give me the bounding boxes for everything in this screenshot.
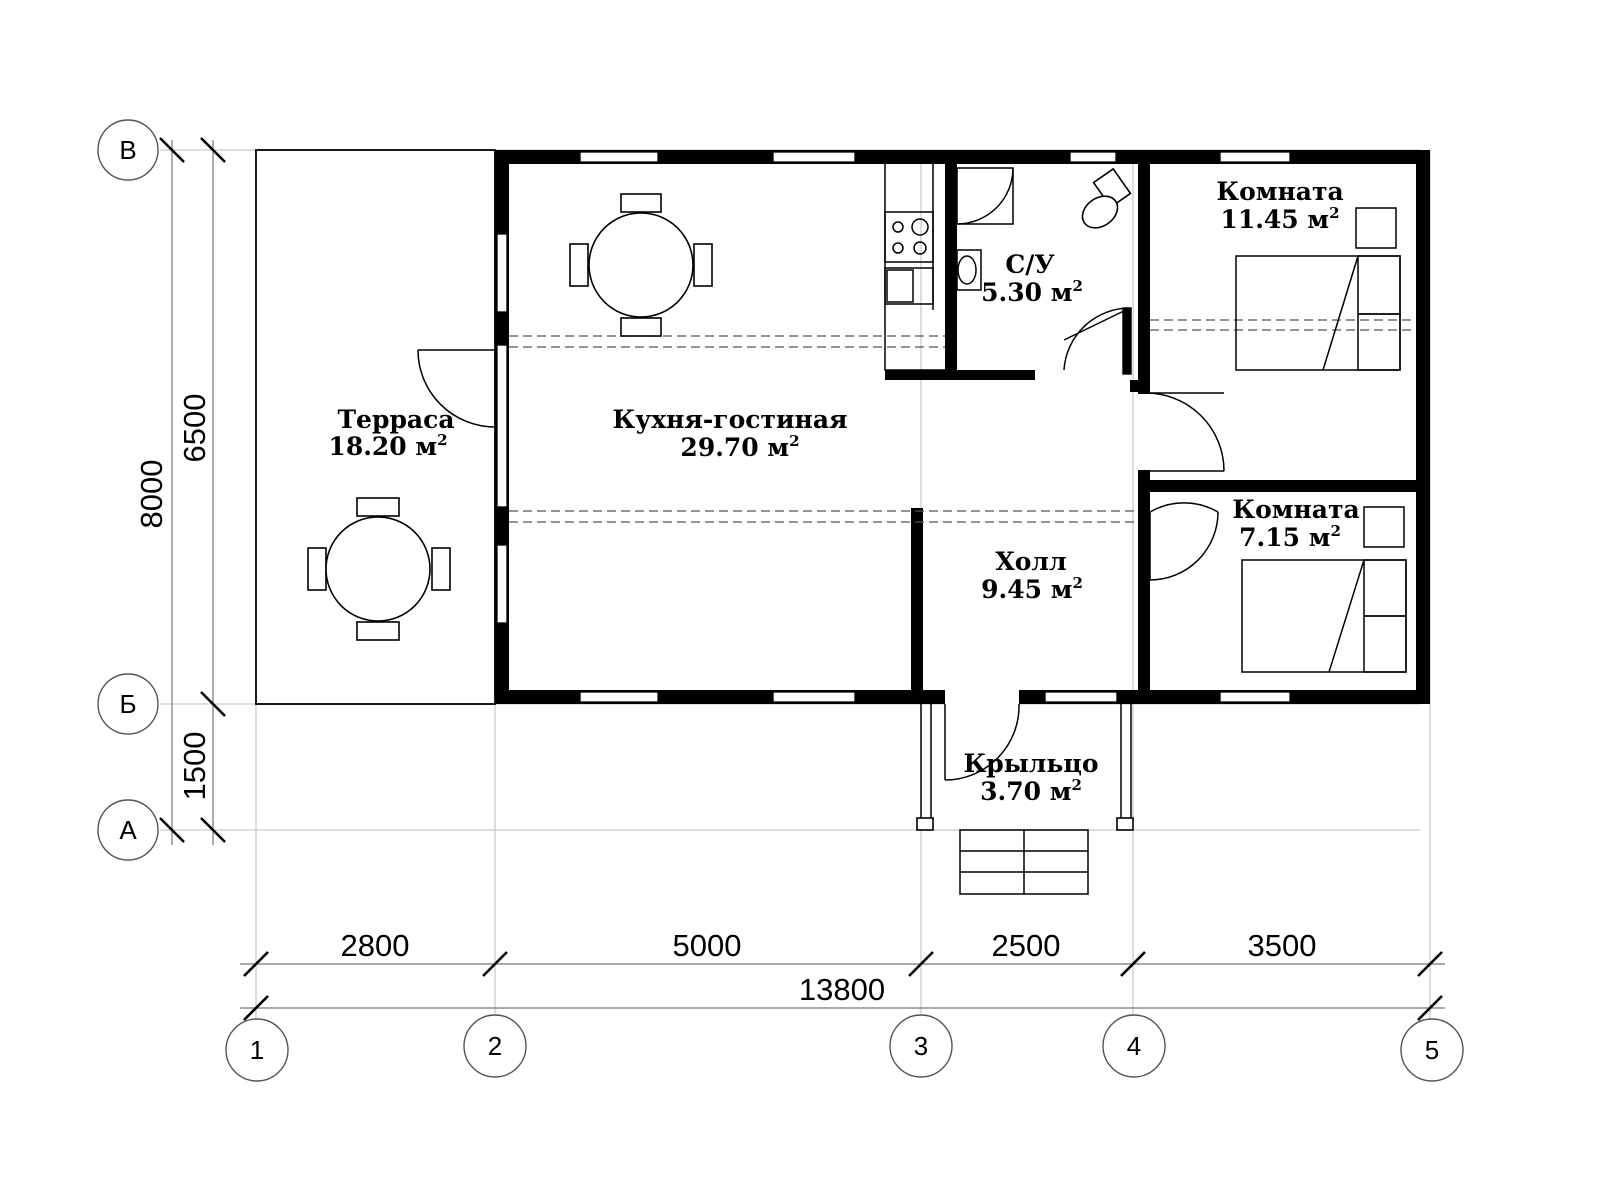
bed-room-1 xyxy=(1235,207,1401,371)
axis-label-1: 1 xyxy=(250,1035,264,1065)
axis-label-5: 5 xyxy=(1425,1035,1439,1065)
room-name-hall: Холл xyxy=(995,547,1066,576)
beam-lines xyxy=(509,319,1416,523)
entry-door-gap xyxy=(945,689,1019,705)
doors xyxy=(417,307,1225,781)
bed-room-2 xyxy=(1241,506,1407,673)
axis-label-b: Б xyxy=(119,689,136,719)
room-name-room-1: Комната xyxy=(1216,177,1343,206)
dim-vertical-6500: 6500 xyxy=(177,394,212,463)
dim-total-13800: 13800 xyxy=(799,972,885,1007)
room-name-porch: Крыльцо xyxy=(963,749,1098,778)
dim-2800: 2800 xyxy=(341,928,410,963)
axis-label-4: 4 xyxy=(1127,1031,1141,1061)
dim-vertical-1500: 1500 xyxy=(177,732,212,801)
dim-vertical-8000: 8000 xyxy=(134,460,169,529)
dim-2500: 2500 xyxy=(992,928,1061,963)
interior-walls xyxy=(885,164,1416,690)
kitchen-counter xyxy=(884,164,945,371)
bathroom-fixtures xyxy=(956,167,1132,291)
dim-3500: 3500 xyxy=(1248,928,1317,963)
axis-label-a: А xyxy=(119,815,137,845)
axis-label-2: 2 xyxy=(488,1031,502,1061)
windows xyxy=(496,151,1291,703)
room-area-terrace: 18.20 м2 xyxy=(328,431,447,461)
room-area-room-1: 11.45 м2 xyxy=(1220,204,1339,234)
room-area-room-2: 7.15 м2 xyxy=(1239,522,1341,552)
room-name-kitchen: Кухня-гостиная xyxy=(612,405,847,434)
room-name-room-2: Комната xyxy=(1232,495,1359,524)
room-name-bathroom: С/У xyxy=(1005,250,1054,279)
axis-bubbles xyxy=(97,119,1464,1082)
room-area-porch: 3.70 м2 xyxy=(980,776,1082,806)
porch xyxy=(916,704,1134,895)
room-area-hall: 9.45 м2 xyxy=(981,574,1083,604)
axis-label-v: В xyxy=(119,135,136,165)
room-area-bathroom: 5.30 м2 xyxy=(981,277,1083,307)
dimension-lines xyxy=(159,137,1445,1021)
room-area-kitchen: 29.70 м2 xyxy=(680,432,799,462)
dining-table-kitchen xyxy=(569,193,713,337)
axis-label-3: 3 xyxy=(914,1031,928,1061)
room-name-terrace: Терраса xyxy=(337,405,454,434)
dining-table-terrace xyxy=(307,497,451,641)
dim-5000: 5000 xyxy=(673,928,742,963)
